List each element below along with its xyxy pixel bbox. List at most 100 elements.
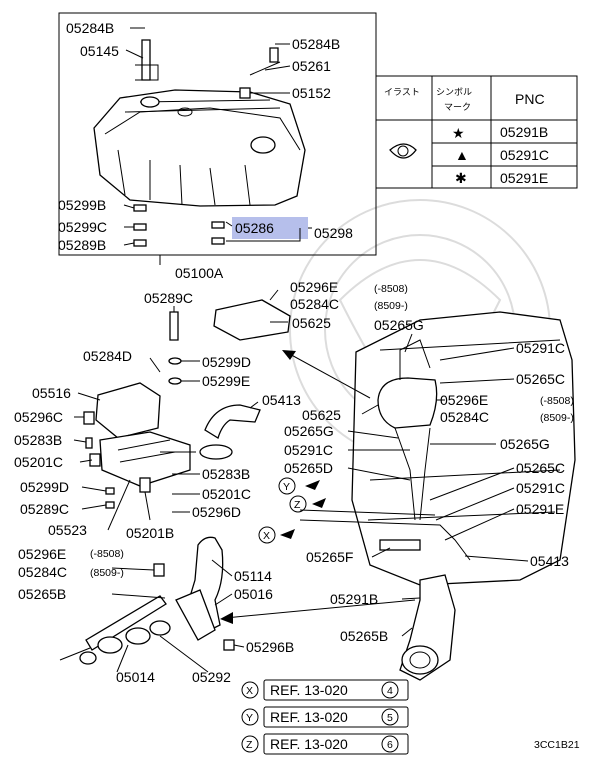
callout-date-8508-bottom: (-8508) <box>90 548 124 560</box>
ref-x-link[interactable]: REF. 13-020 <box>270 682 348 698</box>
callout-05284b-top-right[interactable]: 05284B <box>292 36 340 52</box>
callout-05114[interactable]: 05114 <box>234 568 272 584</box>
callout-date-8508-top: (-8508) <box>374 283 408 295</box>
symbol-legend-table <box>375 75 578 189</box>
highlight-05286 <box>232 217 308 239</box>
callout-05296d[interactable]: 05296D <box>192 504 241 520</box>
legend-text: イラスト シンボル マーク PNC ★ 05291B ▲ 05291C ✱ 05… <box>384 87 549 186</box>
legend-header-symbol-line1: シンボル <box>436 87 472 98</box>
callout-05265g-top[interactable]: 05265G <box>374 317 424 333</box>
legend-pnc-05291e[interactable]: 05291E <box>500 170 548 186</box>
ref-z-number: 6 <box>387 739 393 751</box>
legend-symbol-star: ★ <box>452 125 465 141</box>
callout-date-8509-top: (8509-) <box>374 300 408 312</box>
legend-pnc-05291b[interactable]: 05291B <box>500 124 548 140</box>
callout-date-8509-right: (8509-) <box>540 412 574 424</box>
callout-05289c-top[interactable]: 05289C <box>144 290 193 306</box>
callout-05201c-middle[interactable]: 05201C <box>202 486 251 502</box>
callout-05284c-top[interactable]: 05284C <box>290 296 339 312</box>
callout-05265g-right[interactable]: 05265G <box>500 436 550 452</box>
callout-05289c-bottom[interactable]: 05289C <box>20 501 69 517</box>
callout-05299d-top[interactable]: 05299D <box>202 354 251 370</box>
callout-05016[interactable]: 05016 <box>234 586 273 602</box>
callout-05284b-top-left[interactable]: 05284B <box>66 20 114 36</box>
callout-05298[interactable]: 05298 <box>314 225 353 241</box>
callout-05265f[interactable]: 05265F <box>306 549 353 565</box>
callout-05413-middle[interactable]: 05413 <box>262 392 301 408</box>
callout-05283b-left[interactable]: 05283B <box>14 432 62 448</box>
view-letter-y: Y <box>283 481 290 493</box>
ref-y-letter: Y <box>246 712 253 724</box>
callout-05291e[interactable]: 05291E <box>516 501 564 517</box>
callout-05284c-bottom[interactable]: 05284C <box>18 564 67 580</box>
callout-05299c[interactable]: 05299C <box>58 219 107 235</box>
pointer-arrows <box>220 350 416 624</box>
callout-05284c-right[interactable]: 05284C <box>440 409 489 425</box>
callout-05265b-left[interactable]: 05265B <box>18 586 66 602</box>
legend-header-symbol-line2: マーク <box>444 102 471 113</box>
callout-05299b[interactable]: 05299B <box>58 197 106 213</box>
callout-05296e-top[interactable]: 05296E <box>290 279 338 295</box>
callout-05292[interactable]: 05292 <box>192 669 231 685</box>
ref-y-link[interactable]: REF. 13-020 <box>270 709 348 725</box>
callout-05284d[interactable]: 05284D <box>83 348 132 364</box>
view-letter-z: Z <box>294 499 301 511</box>
legend-header-illust: イラスト <box>384 87 420 98</box>
callout-05291c-right-1[interactable]: 05291C <box>516 340 565 356</box>
legend-pnc-05291c[interactable]: 05291C <box>500 147 549 163</box>
leader-lines-right <box>347 333 529 637</box>
view-letter-x: X <box>263 530 270 542</box>
view-indicators <box>258 477 326 544</box>
callout-05296e-bottom[interactable]: 05296E <box>18 546 66 562</box>
callout-05265b-right[interactable]: 05265B <box>340 628 388 644</box>
leader-lines-middle-left <box>73 289 288 531</box>
callout-05265d[interactable]: 05265D <box>284 460 333 476</box>
callout-date-8508-right: (-8508) <box>540 395 574 407</box>
callout-05299e[interactable]: 05299E <box>202 373 250 389</box>
callout-05289b[interactable]: 05289B <box>58 237 106 253</box>
callout-05014[interactable]: 05014 <box>116 669 155 685</box>
fuel-tank-assembly <box>93 39 306 247</box>
callout-05152[interactable]: 05152 <box>292 85 331 101</box>
callout-05291b[interactable]: 05291B <box>330 591 378 607</box>
reference-boxes <box>241 679 409 755</box>
callout-05291c-right-2[interactable]: 05291C <box>516 480 565 496</box>
tank-cutaway-view <box>299 311 576 681</box>
callout-05265c-right-2[interactable]: 05265C <box>516 460 565 476</box>
callout-05265g-middle[interactable]: 05265G <box>284 423 334 439</box>
ref-z-link[interactable]: REF. 13-020 <box>270 736 348 752</box>
leader-lines-top <box>123 27 312 265</box>
callout-05625-middle[interactable]: 05625 <box>302 407 341 423</box>
callout-05516[interactable]: 05516 <box>32 385 71 401</box>
left-bracket-assembly <box>83 299 291 509</box>
legend-symbol-triangle: ▲ <box>455 147 469 163</box>
callout-05523[interactable]: 05523 <box>48 522 87 538</box>
reference-text: X REF. 13-020 4 Y REF. 13-020 5 Z REF. 1… <box>246 682 393 752</box>
ref-x-letter: X <box>246 685 253 697</box>
ref-x-number: 4 <box>387 685 393 697</box>
callout-05145[interactable]: 05145 <box>80 43 119 59</box>
callout-05265c-right-1[interactable]: 05265C <box>516 371 565 387</box>
view-letter-labels: Y Z X <box>263 481 301 542</box>
callout-05299d-bottom[interactable]: 05299D <box>20 479 69 495</box>
callout-05261[interactable]: 05261 <box>292 58 331 74</box>
callout-05296b[interactable]: 05296B <box>246 639 294 655</box>
filler-hose-assembly <box>59 536 235 665</box>
leader-lines-bottom-left <box>111 559 245 673</box>
callout-05286[interactable]: 05286 <box>235 220 274 236</box>
ref-z-letter: Z <box>246 739 253 751</box>
callout-05625-top[interactable]: 05625 <box>292 315 331 331</box>
callout-05296c[interactable]: 05296C <box>14 409 63 425</box>
callout-date-8509-bottom: (8509-) <box>90 567 124 579</box>
callout-05296e-right[interactable]: 05296E <box>440 392 488 408</box>
callout-05413-right[interactable]: 05413 <box>530 553 569 569</box>
callout-05201c-left[interactable]: 05201C <box>14 454 63 470</box>
callout-05283b-middle[interactable]: 05283B <box>202 466 250 482</box>
callout-labels: 05284B 05145 05284B 05261 05152 05299B 0… <box>14 20 574 685</box>
callout-05100a[interactable]: 05100A <box>175 265 224 281</box>
legend-header-pnc: PNC <box>515 91 545 107</box>
legend-symbol-asterisk: ✱ <box>455 170 467 186</box>
callout-05291c-middle[interactable]: 05291C <box>284 442 333 458</box>
callout-05201b[interactable]: 05201B <box>126 525 174 541</box>
